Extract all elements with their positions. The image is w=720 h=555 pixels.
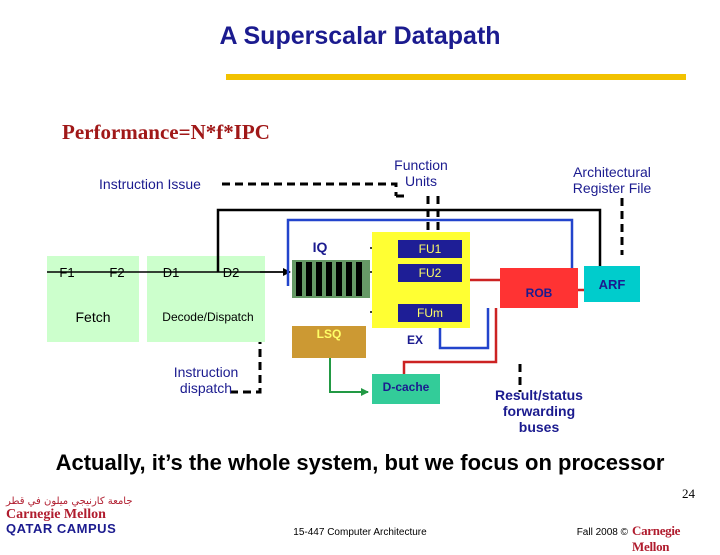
logo-arabic-text: جامعة كارنيجي ميلون في قطر: [6, 496, 133, 507]
d1-label: D1: [162, 265, 180, 280]
rob-box: [500, 268, 578, 308]
slide-tagline: Actually, it’s the whole system, but we …: [55, 450, 665, 475]
fum-unit: [398, 304, 462, 322]
fu2-label: FU2: [418, 266, 442, 280]
cmu-qatar-logo: جامعة كارنيجي ميلون في قطر Carnegie Mell…: [6, 496, 136, 536]
logo-qatar-text: QATAR CAMPUS: [6, 521, 117, 536]
decode-dispatch-label: Decode/Dispatch: [162, 310, 254, 324]
arf-read-bus: [216, 208, 602, 272]
fu1-unit: [398, 240, 462, 258]
f2-label: F2: [109, 265, 125, 280]
slide-title: A Superscalar Datapath: [219, 22, 501, 50]
function-units-label: Function Units: [394, 157, 448, 189]
lsq-label: LSQ: [316, 327, 342, 341]
fu2-unit: [398, 264, 462, 282]
f1-label: F1: [59, 265, 75, 280]
page-number: 24: [682, 486, 695, 501]
dcache-result-bus: [402, 308, 498, 374]
fetch-label: Fetch: [75, 309, 111, 325]
arf-label: ARF: [598, 277, 626, 292]
fetch-box: [47, 256, 139, 342]
dcache-label: D-cache: [382, 380, 430, 394]
leader-instruction-dispatch: [228, 336, 262, 394]
rob-label: ROB: [525, 286, 553, 300]
instruction-issue-label: Instruction Issue: [99, 176, 201, 192]
decode-dispatch-box: [147, 256, 265, 342]
arch-reg-file-label: Architectural Register File: [572, 164, 652, 196]
logo-cmu-text: Carnegie Mellon: [6, 507, 106, 522]
lsq-box: [292, 326, 366, 358]
fum-label: FUm: [417, 306, 443, 320]
dashed-leaders: [222, 182, 624, 394]
instruction-dispatch-label: Instruction dispatch: [173, 364, 239, 396]
footer-date: Fall 2008 ©: [576, 527, 628, 538]
arf-box: [584, 266, 640, 302]
result-status-label: Result/status forwarding buses: [495, 387, 583, 435]
fu1-label: FU1: [418, 242, 442, 256]
performance-equation: Performance=N*f*IPC: [62, 120, 270, 144]
issue-queue: [292, 260, 370, 298]
lsq-to-dcache-arrow: [329, 358, 369, 396]
cmu-logo: Carnegie Mellon: [632, 523, 681, 554]
leader-instruction-issue: [222, 182, 430, 230]
dcache-box: [372, 374, 440, 404]
ex-label: EX: [406, 333, 423, 347]
iq-label: IQ: [312, 239, 328, 255]
d2-label: D2: [222, 265, 240, 280]
result-forwarding-bus-ex: [438, 308, 490, 350]
title-underline: [226, 74, 686, 80]
result-forwarding-bus-top: [286, 218, 574, 286]
footer-course: 15-447 Computer Architecture: [293, 527, 427, 538]
datapath-diagram: [47, 182, 640, 404]
